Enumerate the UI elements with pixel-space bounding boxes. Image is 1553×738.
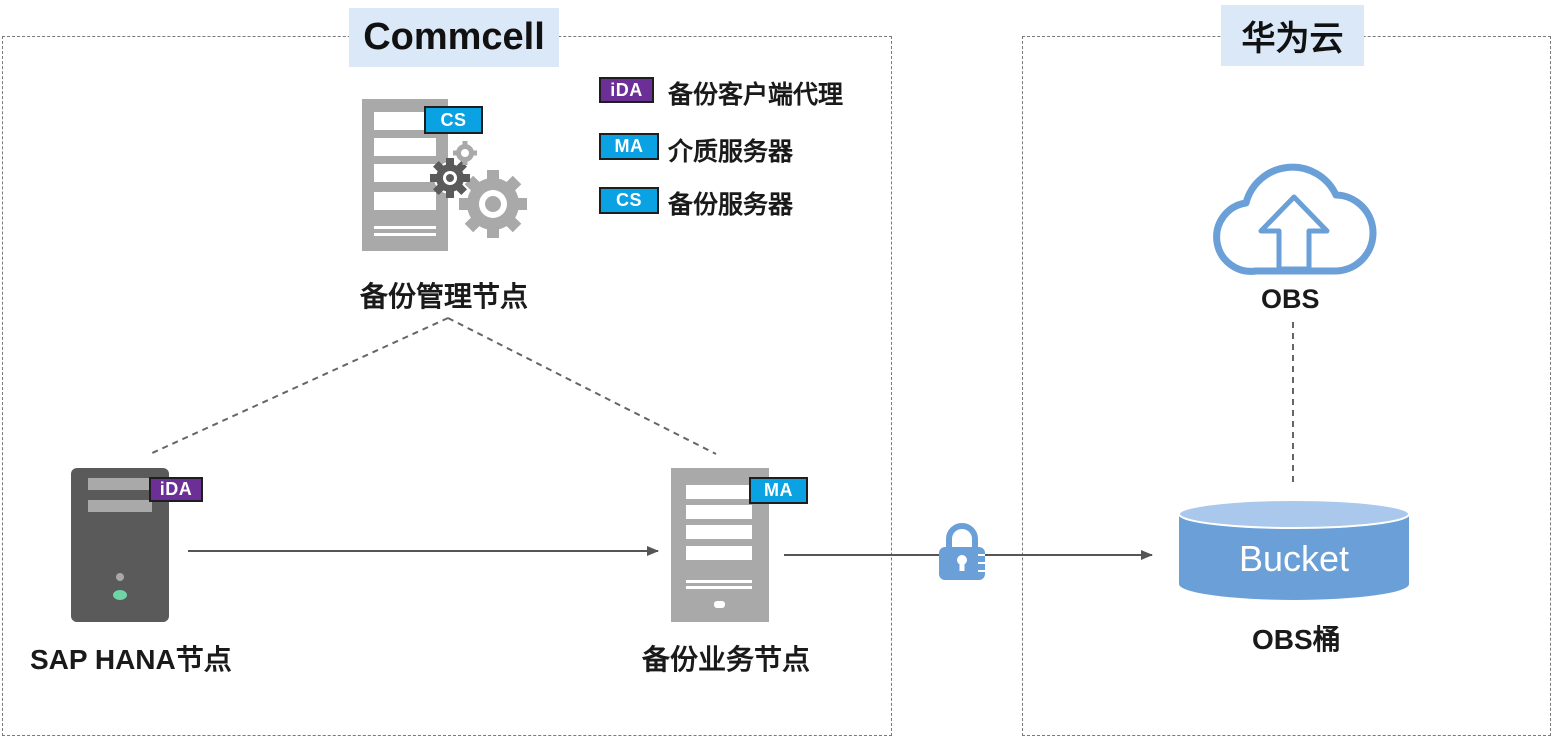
management-badge-cs: CS <box>424 106 483 134</box>
legend-badge-ida: iDA <box>599 77 654 103</box>
legend-text-ma: 介质服务器 <box>668 138 794 166</box>
cloud-upload-icon <box>1213 163 1377 275</box>
huaweicloud-title: 华为云 <box>1221 5 1364 66</box>
legend-text-cs: 备份服务器 <box>668 191 794 219</box>
server-gears-icon <box>362 99 527 251</box>
dashed-link-management-sap <box>149 317 449 455</box>
bucket-label: OBS桶 <box>1252 624 1341 655</box>
business-badge-ma: MA <box>749 477 808 504</box>
bucket-cylinder-icon <box>1178 499 1410 600</box>
legend-text-ida: 备份客户端代理 <box>668 81 844 109</box>
sap-hana-badge-ida: iDA <box>149 477 203 502</box>
server-tower-icon <box>71 468 169 622</box>
dashed-link-management-business <box>447 317 717 455</box>
sap-hana-node-label: SAP HANA节点 <box>30 644 232 675</box>
legend-badge-ma: MA <box>599 133 659 160</box>
bucket-text: Bucket <box>1238 538 1350 579</box>
lock-icon <box>939 523 985 580</box>
legend-badge-cs: CS <box>599 187 659 214</box>
commcell-title: Commcell <box>349 8 559 67</box>
management-node-label: 备份管理节点 <box>360 281 529 312</box>
business-node-label: 备份业务节点 <box>642 644 811 675</box>
obs-label: OBS <box>1261 284 1320 314</box>
